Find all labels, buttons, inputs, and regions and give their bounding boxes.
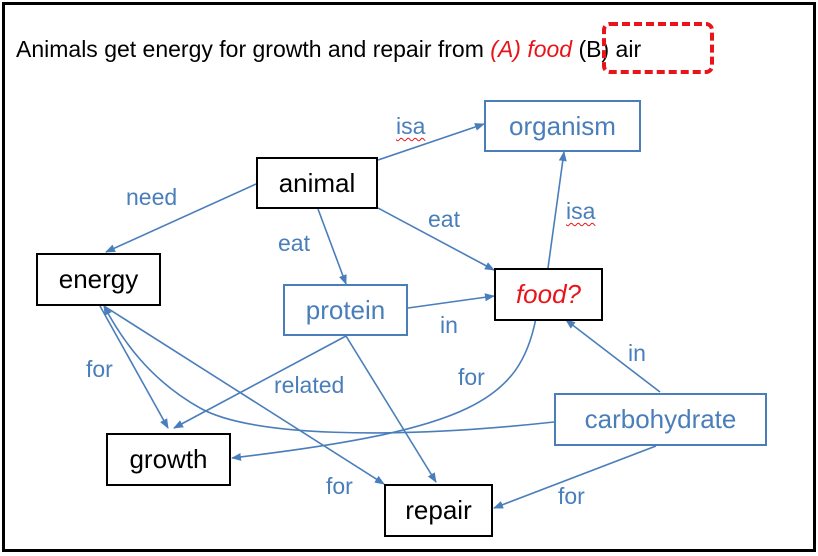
label-carbohydrate-repair: for	[558, 483, 585, 509]
node-carbohydrate: carbohydrate	[554, 393, 767, 446]
edge-energy-growth	[99, 305, 169, 429]
label-animal-food: eat	[428, 206, 460, 232]
label-protein-food: in	[440, 312, 458, 338]
node-energy: energy	[36, 253, 161, 306]
edge-protein-food	[407, 293, 495, 309]
edge-food-organism	[547, 151, 567, 269]
edge-animal-energy	[105, 183, 257, 253]
edge-protein-repair	[345, 335, 437, 483]
edge-protein-growth	[173, 335, 347, 429]
label-animal-organism: isa	[396, 113, 426, 139]
node-growth: growth	[106, 433, 231, 486]
edge-carbohydrate-food	[565, 319, 661, 393]
question-text: Animals get energy for growth and repair…	[16, 36, 641, 63]
label-carbohydrate-food: in	[628, 340, 646, 366]
node-organism: organism	[484, 100, 641, 152]
edge-animal-organism	[377, 123, 485, 161]
option-a: (A) food	[490, 36, 573, 62]
edge-energy-repair	[103, 305, 385, 485]
label-animal-protein: eat	[278, 230, 310, 256]
label-animal-energy: need	[126, 184, 178, 210]
label-protein-growth: related	[274, 372, 345, 398]
edge-animal-protein	[317, 208, 347, 285]
edge-animal-food	[377, 207, 495, 271]
option-b: (B) air	[572, 36, 642, 62]
node-protein: protein	[283, 284, 408, 336]
node-food: food?	[494, 268, 603, 321]
node-animal: animal	[256, 157, 378, 209]
answer-highlight-box	[602, 22, 714, 74]
label-food-growth: for	[458, 364, 485, 390]
edge-carbohydrate-energy	[103, 305, 555, 434]
label-energy-repair: for	[326, 473, 353, 499]
question-stem: Animals get energy for growth and repair…	[16, 36, 491, 62]
label-food-organism: isa	[566, 198, 596, 224]
node-repair: repair	[384, 484, 493, 537]
label-energy-growth: for	[86, 356, 113, 382]
edge-carbohydrate-repair	[493, 445, 657, 509]
edge-food-growth	[231, 317, 537, 461]
